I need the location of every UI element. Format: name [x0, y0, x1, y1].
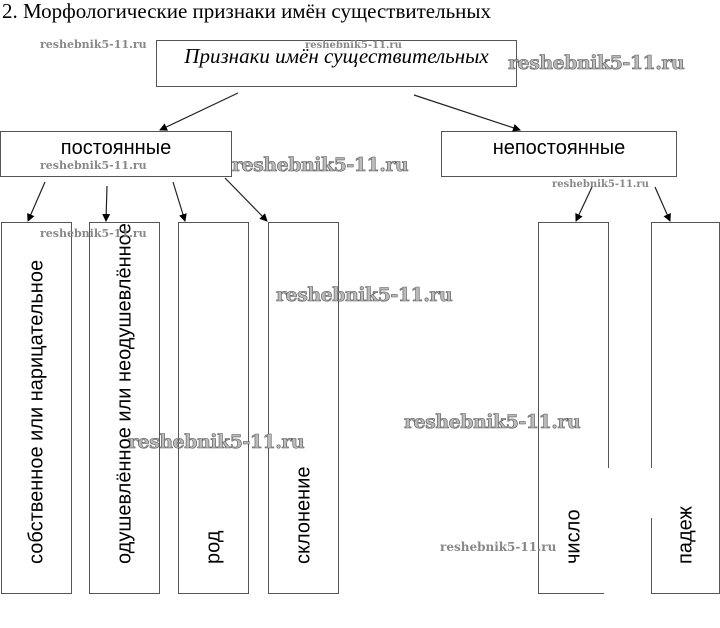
- nonpermanent-node-label: непостоянные: [492, 137, 626, 159]
- page-title: 2. Морфологические признаки имён существ…: [2, 0, 492, 23]
- leaf-node-declension: склонение: [268, 222, 339, 594]
- leaf-node-animacy: одушевлённое или неодушевлённое: [89, 222, 160, 594]
- leaf-node-number: число: [538, 222, 609, 594]
- arrow-permanent-to-leaf1: [27, 181, 46, 222]
- arrow-nonpermanent-to-case: [654, 186, 671, 222]
- arrow-root-to-nonpermanent: [413, 94, 521, 132]
- nonpermanent-node: непостоянные: [441, 131, 677, 177]
- permanent-node: постоянные: [0, 131, 232, 177]
- border-gap: [604, 468, 612, 598]
- border-gap: [647, 468, 655, 518]
- arrow-permanent-to-leaf4: [224, 177, 268, 222]
- arrow-nonpermanent-to-number: [575, 186, 593, 222]
- permanent-node-label: постоянные: [60, 137, 172, 159]
- leaf-node-proper-common: собственное или нарицательное: [1, 222, 72, 594]
- arrow-root-to-permanent: [159, 92, 239, 131]
- leaf-node-gender: род: [178, 222, 249, 594]
- root-node-label: Признаки имён существительных: [184, 44, 489, 68]
- arrow-permanent-to-leaf3: [172, 181, 187, 222]
- root-node: Признаки имён существительных: [156, 40, 517, 87]
- arrow-permanent-to-leaf2: [102, 185, 111, 222]
